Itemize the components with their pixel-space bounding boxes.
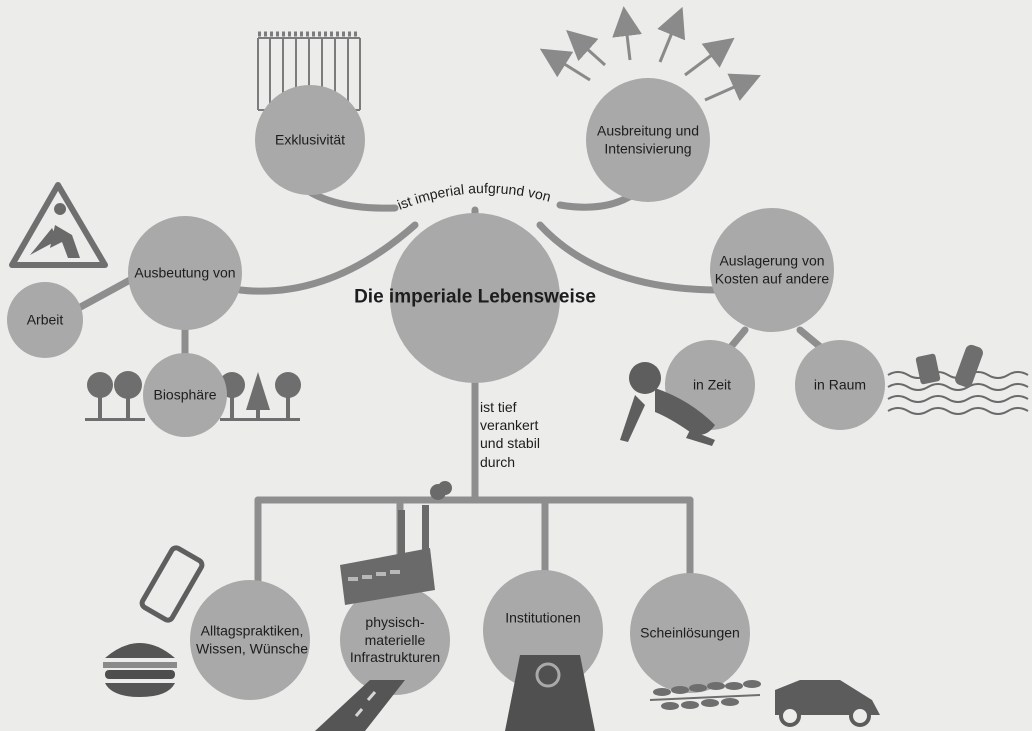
smartphone-icon — [139, 545, 205, 623]
label-ausbeutung: Ausbeutung von — [134, 264, 236, 281]
center-title: Die imperiale Lebensweise — [354, 286, 596, 308]
label-scheinloesungen: Scheinlösungen — [640, 624, 740, 641]
car-icon — [775, 680, 880, 727]
circle-biosphaere — [143, 353, 227, 437]
circle-scheinloesungen — [630, 573, 750, 693]
circle-center — [390, 213, 560, 383]
label-in-zeit: in Zeit — [692, 376, 732, 393]
circle-infrastrukturen — [340, 585, 450, 695]
road-icon — [315, 680, 405, 731]
euro-building-icon — [505, 655, 595, 731]
label-in-raum: in Raum — [813, 376, 867, 393]
label-arbeit: Arbeit — [26, 311, 64, 328]
label-institutionen: Institutionen — [505, 609, 581, 626]
circle-auslagerung — [710, 208, 834, 332]
warning-worker-icon — [9, 182, 108, 268]
concept-circles — [7, 78, 885, 700]
bottom-link-label: ist tief verankert und stabil durch — [480, 399, 540, 470]
circle-exklusivitaet — [255, 85, 365, 195]
label-biosphaere: Biosphäre — [153, 386, 217, 403]
burger-icon — [103, 643, 177, 697]
factory-icon — [340, 481, 452, 605]
label-infrastrukturen: physisch-materielle Infrastrukturen — [349, 613, 441, 665]
circle-ausbreitung — [586, 78, 710, 202]
fence-icon — [257, 31, 361, 111]
trees-icon — [85, 371, 301, 421]
circle-ausbeutung — [128, 216, 242, 330]
sunburst-arrows-icon — [539, 6, 761, 102]
label-exklusivitaet: Exklusivität — [274, 131, 346, 148]
circle-in-raum — [795, 340, 885, 430]
waste-in-water-icon — [887, 344, 1029, 415]
crawling-baby-icon — [620, 362, 715, 446]
leaves-icon — [649, 680, 761, 710]
circle-alltag — [190, 580, 310, 700]
label-auslagerung: Auslagerung von Kosten auf andere — [714, 252, 830, 287]
label-alltag: Alltagspraktiken, Wissen, Wünsche — [195, 622, 309, 657]
label-ausbreitung: Ausbreitung und Intensivierung — [597, 122, 699, 157]
circle-arbeit — [7, 282, 83, 358]
